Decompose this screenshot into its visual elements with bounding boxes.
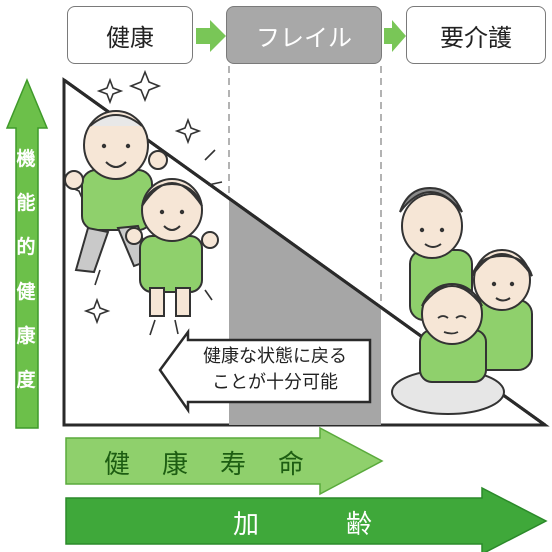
arrow-frail-to-care <box>384 20 406 52</box>
healthy-life-char: 命 <box>278 450 305 480</box>
healthy-elderly-woman-illustration <box>125 178 219 317</box>
healthy-life-char: 健 <box>104 450 131 480</box>
aging-arrow <box>65 486 548 552</box>
axis-char: 健 <box>16 280 36 303</box>
healthy-elderly-man-illustration <box>64 110 168 274</box>
function-axis-label: 機 能 的 健 康 度 <box>10 150 42 390</box>
axis-char: 能 <box>16 192 36 215</box>
healthy-life-char: 康 <box>162 450 189 480</box>
stage-healthy-box: 健康 <box>67 6 193 64</box>
axis-char: 康 <box>16 324 36 347</box>
axis-char: 機 <box>16 148 36 170</box>
recovery-callout-text: 健康な状態に戻る ことが十分可能 <box>180 344 370 396</box>
axis-char: 度 <box>16 368 36 391</box>
arrow-healthy-to-frail <box>196 20 226 52</box>
stage-healthy-label: 健康 <box>106 23 154 52</box>
recovery-callout <box>158 328 372 414</box>
stage-frail-box: フレイル <box>226 6 382 64</box>
callout-line-2: ことが十分可能 <box>212 372 338 393</box>
function-axis-arrow <box>5 78 49 429</box>
axis-char: 的 <box>16 236 36 259</box>
aging-char: 齢 <box>346 510 373 540</box>
stage-care-label: 要介護 <box>440 23 512 52</box>
callout-line-1: 健康な状態に戻る <box>203 346 347 367</box>
healthy-life-arrow <box>65 426 384 496</box>
stage-care-box: 要介護 <box>406 6 546 64</box>
care-family-illustration <box>391 186 533 415</box>
healthy-life-char: 寿 <box>220 450 247 480</box>
aging-char: 加 <box>233 510 260 540</box>
stage-frail-label: フレイル <box>256 23 352 52</box>
